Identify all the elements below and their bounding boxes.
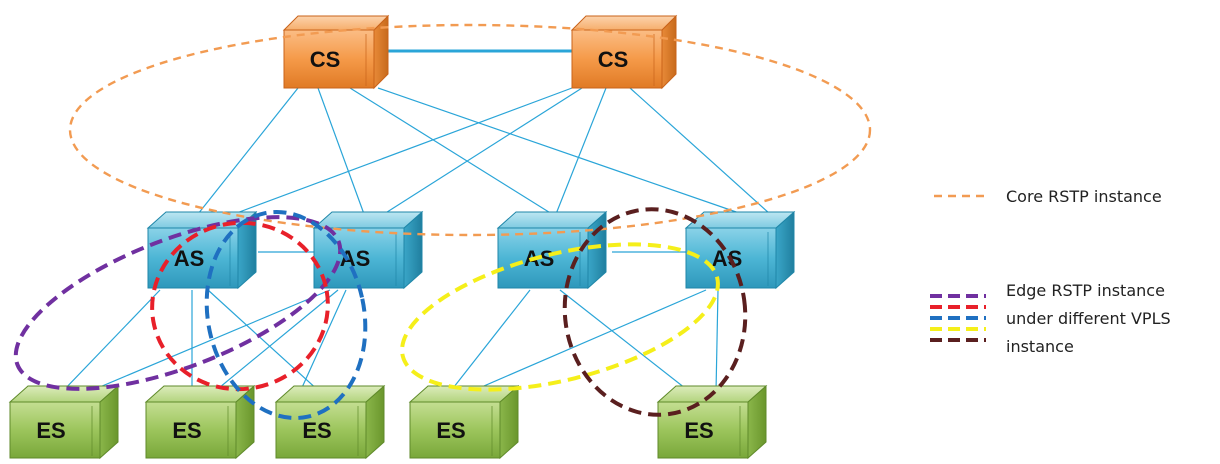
legend-edge-label-line-1: Edge RSTP instance xyxy=(1006,281,1165,300)
edge-switch-2: ES xyxy=(144,384,256,460)
edge-switch-5: ES xyxy=(656,384,768,460)
aggregation-switch-top xyxy=(496,211,608,229)
core-switch-top xyxy=(570,15,678,31)
link xyxy=(383,87,583,215)
aggregation-switch-label: AS xyxy=(712,246,743,271)
link xyxy=(61,289,161,393)
link xyxy=(377,87,743,215)
edge-switch-label: ES xyxy=(36,418,65,443)
edge-switch-front xyxy=(145,401,237,459)
edge-switch-3: ES xyxy=(274,384,386,460)
edge-switch-front xyxy=(657,401,749,459)
legend-core-label: Core RSTP instance xyxy=(1006,187,1162,206)
link xyxy=(233,87,573,215)
edge-switch-4: ES xyxy=(408,384,520,460)
link xyxy=(715,289,719,393)
edge-switch-front xyxy=(9,401,101,459)
core-switch-front xyxy=(283,29,375,89)
core-switch-front xyxy=(571,29,663,89)
edge-switch-top xyxy=(408,385,520,403)
edge-rstp-instance-purple-ellipse xyxy=(13,215,343,391)
link xyxy=(197,87,299,215)
edge-rstp-instance-red-ellipse xyxy=(150,220,330,392)
edge-switch-label: ES xyxy=(684,418,713,443)
edge-rstp-instance-yellow-ellipse xyxy=(400,242,720,392)
edge-switch-label: ES xyxy=(172,418,201,443)
link xyxy=(317,87,365,215)
links-layer xyxy=(61,49,771,393)
core-rstp-instance-ellipse xyxy=(68,23,872,237)
link xyxy=(559,289,691,393)
link xyxy=(299,289,347,393)
link xyxy=(629,87,771,215)
aggregation-switch-3: AS xyxy=(496,210,608,290)
edge-switch-front xyxy=(409,401,501,459)
aggregation-switch-front xyxy=(497,227,589,289)
aggregation-switch-label: AS xyxy=(340,246,371,271)
core-switch-label: CS xyxy=(598,47,629,72)
edge-switch-1: ES xyxy=(8,384,120,460)
rstp-instances-layer xyxy=(13,23,872,421)
aggregation-switch-2: AS xyxy=(312,210,424,290)
link xyxy=(449,289,531,393)
link xyxy=(555,87,607,215)
core-switch-label: CS xyxy=(310,47,341,72)
legend: Core RSTP instance Edge RSTP instance un… xyxy=(930,187,1171,356)
edge-switch-top xyxy=(8,385,120,403)
legend-edge-label-line-2: under different VPLS xyxy=(1006,309,1171,328)
edge-switch-top xyxy=(274,385,386,403)
core-switch-1: CS xyxy=(282,14,390,90)
link xyxy=(349,87,553,215)
legend-edge-label-line-3: instance xyxy=(1006,337,1074,356)
edge-rstp-instance-brown-ellipse xyxy=(562,207,748,417)
edge-switch-label: ES xyxy=(436,418,465,443)
edge-switch-label: ES xyxy=(302,418,331,443)
link xyxy=(469,289,707,393)
core-switch-2: CS xyxy=(570,14,678,90)
edge-rstp-instance-blue-ellipse xyxy=(204,209,368,421)
link xyxy=(87,289,331,393)
link xyxy=(213,289,339,393)
aggregation-switch-top xyxy=(312,211,424,229)
link xyxy=(207,289,321,393)
